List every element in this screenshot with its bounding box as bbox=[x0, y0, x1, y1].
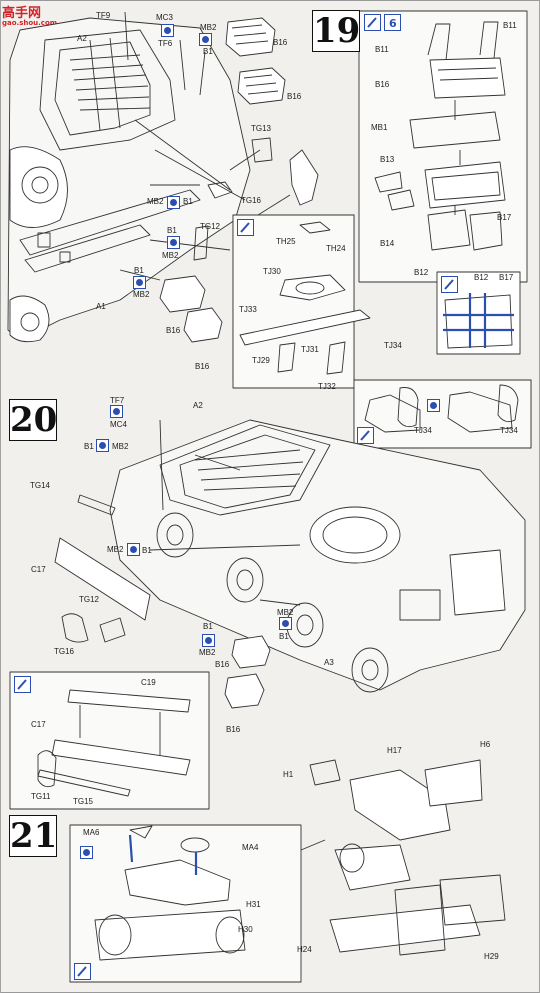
part-label: MB2 bbox=[147, 197, 164, 206]
part-label: TG11 bbox=[31, 792, 51, 801]
part-label: H29 bbox=[484, 952, 499, 961]
part-label: B17 bbox=[497, 213, 512, 222]
color-callout-icon bbox=[167, 236, 180, 249]
color-callout-icon bbox=[202, 634, 215, 647]
part-label: H1 bbox=[283, 770, 294, 779]
step-number-21: 21 bbox=[9, 815, 58, 857]
color-callout-icon bbox=[110, 405, 123, 418]
part-label: MB2 bbox=[112, 442, 129, 451]
part-label: B16 bbox=[226, 725, 241, 734]
color-callout-icon bbox=[279, 617, 292, 630]
color-callout-icon bbox=[127, 543, 140, 556]
part-label: TF7 bbox=[110, 396, 125, 405]
part-label: B16 bbox=[287, 92, 302, 101]
part-label: B1 bbox=[203, 47, 213, 56]
part-label: TJ30 bbox=[263, 267, 281, 276]
paint-brush-glue-icon: 6 bbox=[364, 14, 401, 31]
part-label: C17 bbox=[31, 565, 46, 574]
part-label: H24 bbox=[297, 945, 312, 954]
part-label: B17 bbox=[499, 273, 514, 282]
watermark-url: gao.shou.com bbox=[2, 19, 58, 27]
paint-color-icon bbox=[80, 846, 93, 859]
part-label: B1 bbox=[84, 442, 94, 451]
part-label: H17 bbox=[387, 746, 402, 755]
watermark-logo: 高手网 bbox=[2, 6, 42, 21]
part-label: B16 bbox=[273, 38, 288, 47]
part-label: B16 bbox=[215, 660, 230, 669]
part-label: TJ31 bbox=[301, 345, 319, 354]
part-label: MB2 bbox=[162, 251, 179, 260]
glue-icon bbox=[441, 276, 458, 293]
part-label: TJ34 bbox=[384, 341, 402, 350]
part-label: B16 bbox=[166, 326, 181, 335]
part-label: TH25 bbox=[276, 237, 296, 246]
part-label: MB1 bbox=[371, 123, 388, 132]
part-label: B12 bbox=[474, 273, 489, 282]
part-label: A2 bbox=[193, 401, 203, 410]
part-label: TG16 bbox=[241, 196, 262, 205]
part-label: H30 bbox=[238, 925, 253, 934]
part-label: TH24 bbox=[326, 244, 346, 253]
glue-icon bbox=[74, 963, 91, 980]
color-callout-icon bbox=[133, 276, 146, 289]
part-label: B1 bbox=[279, 632, 289, 641]
part-label: A1 bbox=[96, 302, 106, 311]
part-label: C17 bbox=[31, 720, 46, 729]
part-label: MC4 bbox=[110, 420, 127, 429]
part-label: TF6 bbox=[158, 39, 173, 48]
part-label: TG12 bbox=[79, 595, 100, 604]
part-label: A3 bbox=[324, 658, 334, 667]
part-label: B11 bbox=[503, 21, 517, 30]
part-label: TG14 bbox=[30, 481, 51, 490]
step-number-19: 19 bbox=[312, 10, 361, 52]
part-label: TF9 bbox=[96, 11, 111, 20]
glue-icon bbox=[357, 427, 374, 444]
part-label: B12 bbox=[414, 268, 429, 277]
step-number-20: 20 bbox=[9, 399, 58, 441]
part-label: TJ29 bbox=[252, 356, 270, 365]
part-label: B1 bbox=[142, 546, 152, 555]
part-label: MC3 bbox=[156, 13, 173, 22]
part-label: TJ33 bbox=[239, 305, 257, 314]
paint-color-icon bbox=[427, 399, 440, 412]
part-label: MB2 bbox=[107, 545, 124, 554]
part-label: MB2 bbox=[133, 290, 150, 299]
part-label: B1 bbox=[134, 266, 144, 275]
part-label: A2 bbox=[77, 34, 87, 43]
part-label: MA4 bbox=[242, 843, 259, 852]
part-label: TG15 bbox=[73, 797, 94, 806]
part-label: B11 bbox=[375, 45, 389, 54]
inset19-count: 6 bbox=[389, 17, 397, 30]
color-callout-icon bbox=[199, 33, 212, 46]
part-label: C19 bbox=[141, 678, 156, 687]
part-label: MA6 bbox=[83, 828, 100, 837]
part-label: MB2 bbox=[200, 23, 217, 32]
part-label: B13 bbox=[380, 155, 395, 164]
part-label: B1 bbox=[167, 226, 177, 235]
part-label: H6 bbox=[480, 740, 491, 749]
part-label: H31 bbox=[246, 900, 261, 909]
part-label: TG13 bbox=[251, 124, 272, 133]
part-label: MB2 bbox=[199, 648, 216, 657]
color-callout-icon bbox=[167, 196, 180, 209]
part-label: B1 bbox=[203, 622, 213, 631]
part-label: TJ32 bbox=[318, 382, 336, 391]
part-label: B14 bbox=[380, 239, 395, 248]
part-label: B16 bbox=[375, 80, 390, 89]
color-callout-icon bbox=[96, 439, 109, 452]
part-label: TJ34 bbox=[414, 426, 432, 435]
part-label: TG12 bbox=[200, 222, 221, 231]
part-label: MB2 bbox=[277, 608, 294, 617]
color-callout-icon bbox=[161, 24, 174, 37]
part-label: TG16 bbox=[54, 647, 75, 656]
part-label: TJ34 bbox=[500, 426, 518, 435]
glue-icon bbox=[237, 219, 254, 236]
part-label: B1 bbox=[183, 197, 193, 206]
glue-icon bbox=[14, 676, 31, 693]
part-label: B16 bbox=[195, 362, 210, 371]
